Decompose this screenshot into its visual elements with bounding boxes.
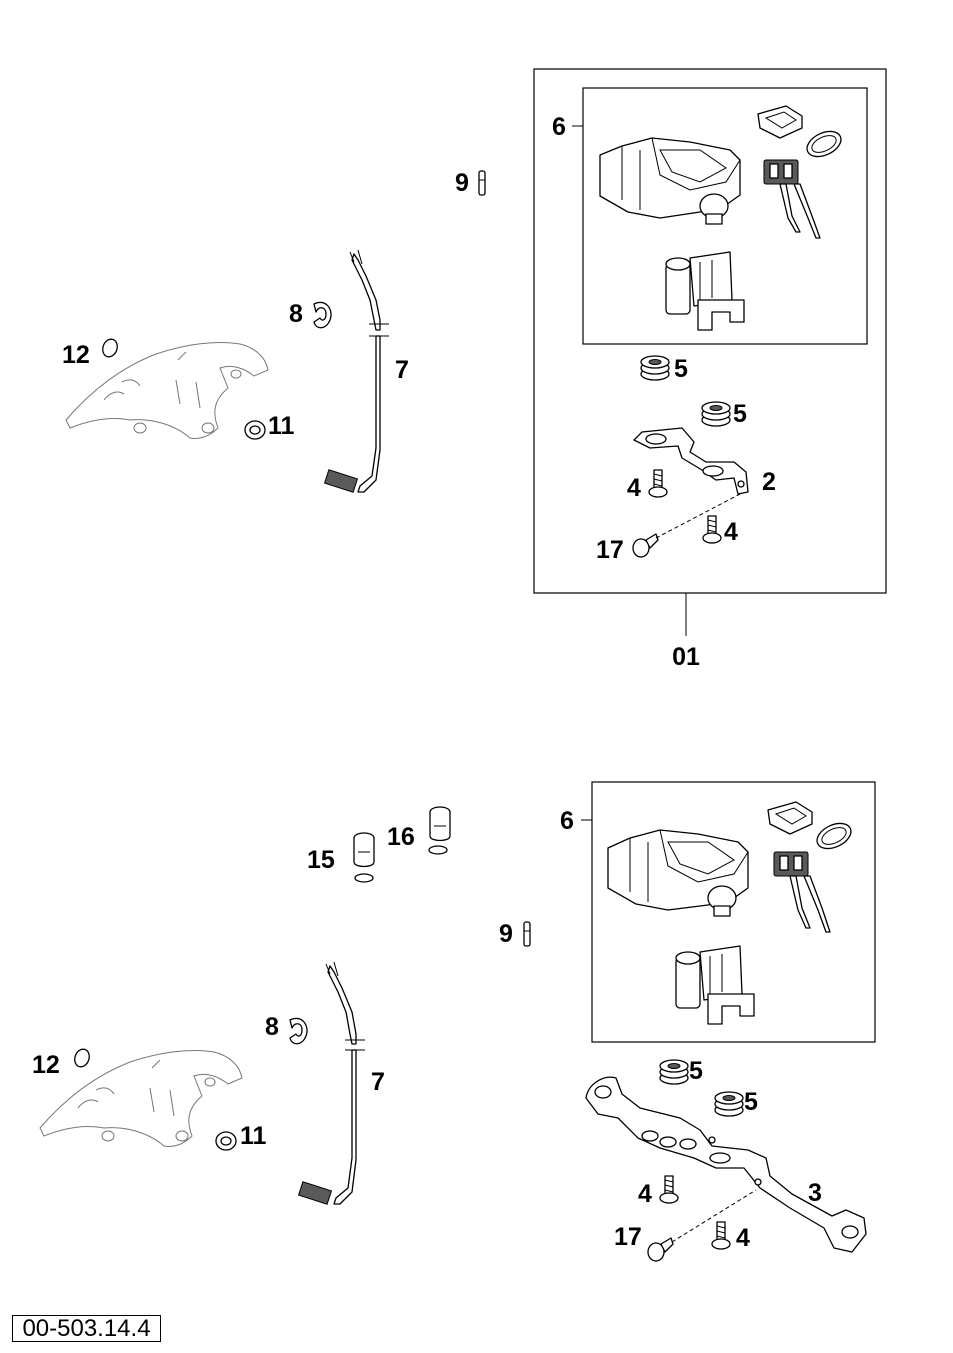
fitting-lower-15 [353,832,375,883]
connector-upper [763,159,821,239]
fitting-lower-16 [428,806,451,855]
rubber-washer-upper-2 [701,401,731,427]
rubber-washer-lower-1 [659,1059,689,1085]
callout-upper-17: 17 [596,536,624,564]
callout-lower-9: 9 [499,920,513,948]
rubber-washer-upper-1 [640,355,670,381]
screw-upper-1 [648,469,668,498]
bracket-2 [633,427,749,495]
clip-upper-8 [313,301,332,329]
callout-upper-5a: 5 [674,355,688,383]
kit-frame [533,68,887,594]
switch-set-frame-lower [591,781,876,1043]
bolt-lower-17 [647,1237,674,1262]
ring-upper-12 [102,338,118,358]
callout-upper-4b: 4 [724,518,738,546]
callout-lower-4b: 4 [736,1224,750,1252]
callout-upper-4a: 4 [627,474,641,502]
callout-lower-17: 17 [614,1223,642,1251]
callout-upper-11: 11 [268,412,295,440]
callout-lower-11: 11 [240,1122,267,1150]
connector-lower [773,851,831,933]
bolt-upper-17 [632,533,659,558]
ring-lower-12 [74,1048,90,1068]
callout-lower-12: 12 [32,1051,60,1079]
callout-lower-15: 15 [307,846,335,874]
callout-lower-5a: 5 [689,1057,703,1085]
engine-housing-upper [65,342,269,439]
pin-lower-9 [523,921,531,947]
bracket-3 [585,1076,867,1253]
switch-housing-upper [599,137,741,225]
callout-upper-9: 9 [455,169,469,197]
switch-unit-lower [675,945,755,1025]
switch-set-frame-upper [582,87,868,345]
callout-lower-7: 7 [371,1068,385,1096]
clip-lower-8 [289,1017,308,1045]
screw-lower-2 [711,1221,731,1250]
callout-lower-3: 3 [808,1179,822,1207]
upper-assembly: 01 [62,68,887,671]
cable-upper-7 [323,249,389,493]
rubber-washer-lower-2 [714,1091,744,1117]
callout-upper-5b: 5 [733,400,747,428]
seal-upper [757,105,803,139]
diagram-code: 00-503.14.4 [12,1315,161,1342]
switch-housing-lower [607,829,749,917]
o-ring-lower [816,822,852,850]
callout-upper-6: 6 [552,113,566,141]
screw-upper-2 [702,515,722,544]
screw-lower-1 [659,1175,679,1204]
grommet-lower-11 [215,1131,237,1151]
callout-lower-8: 8 [265,1013,279,1041]
callout-upper-7: 7 [395,356,409,384]
callout-lower-5b: 5 [744,1088,758,1116]
callout-lower-6: 6 [560,807,574,835]
o-ring-upper [806,130,842,158]
kit-label: 01 [672,643,700,671]
lower-assembly: 6 16 15 9 8 7 12 11 5 5 4 3 17 4 [32,781,876,1262]
seal-lower [767,801,813,835]
pin-upper-9 [478,170,486,196]
callout-lower-4a: 4 [638,1180,652,1208]
callout-lower-16: 16 [387,823,415,851]
callout-upper-8: 8 [289,300,303,328]
engine-housing-lower [39,1050,243,1147]
cable-lower-7 [297,961,365,1205]
callout-upper-2: 2 [762,468,776,496]
switch-unit-upper [665,251,745,331]
callout-upper-12: 12 [62,341,90,369]
grommet-upper-11 [244,420,266,440]
